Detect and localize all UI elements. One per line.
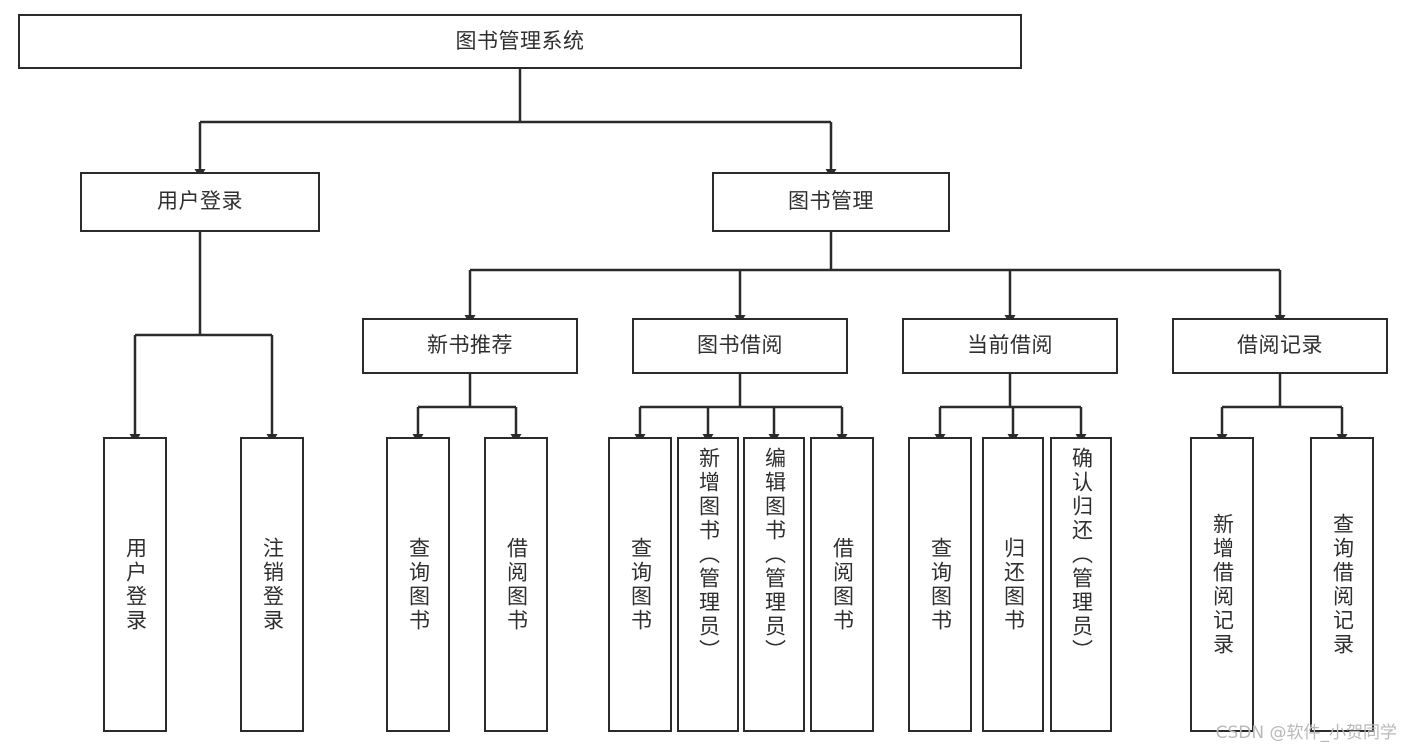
node-book-manage-label: 图书管理 (788, 189, 874, 214)
node-leaf-confirm-return[interactable]: 确认归还（管理员） (1050, 437, 1112, 732)
node-book-borrow[interactable]: 图书借阅 (632, 318, 848, 374)
edge-group (129, 69, 1348, 443)
node-leaf-add-record-label: 新增借阅记录 (1210, 512, 1235, 657)
node-leaf-edit-book-label: 编辑图书（管理员） (762, 447, 787, 663)
node-user-login-label: 用户登录 (157, 189, 243, 214)
node-book-manage[interactable]: 图书管理 (712, 172, 950, 232)
node-current-borrow[interactable]: 当前借阅 (902, 318, 1118, 374)
node-leaf-borrow-book-1-label: 借阅图书 (504, 536, 529, 633)
node-leaf-return-book[interactable]: 归还图书 (982, 437, 1044, 732)
watermark: CSDN @软件_小贺同学 (1215, 723, 1397, 743)
node-root[interactable]: 图书管理系统 (18, 14, 1022, 69)
node-leaf-user-login-label: 用户登录 (123, 536, 148, 633)
node-borrow-record[interactable]: 借阅记录 (1172, 318, 1388, 374)
node-leaf-query-book-2[interactable]: 查询图书 (608, 437, 672, 732)
node-leaf-query-book-1-label: 查询图书 (406, 536, 431, 633)
node-leaf-query-book-1[interactable]: 查询图书 (386, 437, 450, 732)
node-leaf-add-record[interactable]: 新增借阅记录 (1190, 437, 1254, 732)
node-root-label: 图书管理系统 (455, 28, 585, 53)
node-leaf-query-record[interactable]: 查询借阅记录 (1310, 437, 1374, 732)
node-leaf-logout[interactable]: 注销登录 (240, 437, 304, 732)
node-borrow-record-label: 借阅记录 (1237, 333, 1323, 358)
node-leaf-query-book-3[interactable]: 查询图书 (908, 437, 972, 732)
node-leaf-borrow-book-1[interactable]: 借阅图书 (484, 437, 548, 732)
node-leaf-query-book-3-label: 查询图书 (928, 536, 953, 633)
node-leaf-logout-label: 注销登录 (260, 536, 285, 633)
node-user-login[interactable]: 用户登录 (80, 172, 320, 232)
node-leaf-query-record-label: 查询借阅记录 (1330, 512, 1355, 657)
node-leaf-borrow-book-2[interactable]: 借阅图书 (810, 437, 874, 732)
node-leaf-edit-book[interactable]: 编辑图书（管理员） (743, 437, 805, 732)
node-current-borrow-label: 当前借阅 (967, 333, 1053, 358)
node-leaf-confirm-return-label: 确认归还（管理员） (1069, 447, 1094, 663)
node-leaf-return-book-label: 归还图书 (1001, 536, 1026, 633)
node-leaf-user-login[interactable]: 用户登录 (103, 437, 167, 732)
node-leaf-query-book-2-label: 查询图书 (628, 536, 653, 633)
node-leaf-borrow-book-2-label: 借阅图书 (830, 536, 855, 633)
node-leaf-add-book[interactable]: 新增图书（管理员） (677, 437, 739, 732)
node-book-borrow-label: 图书借阅 (697, 333, 783, 358)
node-new-book-recommend-label: 新书推荐 (427, 333, 513, 358)
node-new-book-recommend[interactable]: 新书推荐 (362, 318, 578, 374)
node-leaf-add-book-label: 新增图书（管理员） (696, 447, 721, 663)
